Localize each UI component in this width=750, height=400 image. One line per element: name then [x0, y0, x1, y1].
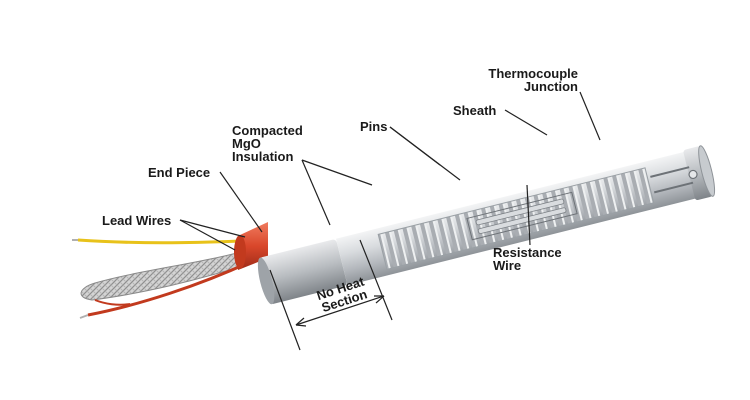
- label-pins: Pins: [360, 119, 388, 134]
- label-end-piece: End Piece: [148, 165, 211, 180]
- end-piece: [259, 239, 347, 304]
- heater-body: [257, 145, 716, 305]
- resistance-wire-coil: [378, 167, 654, 270]
- label-lead-wires: Lead Wires: [102, 213, 172, 228]
- lead-wires: [72, 238, 263, 319]
- label-resistance-wire: Resistance Wire: [493, 245, 562, 273]
- pins: [466, 191, 578, 241]
- yellow-lead-wire: [77, 238, 263, 245]
- leader-lines: [179, 91, 601, 351]
- thermocouple-junction: [650, 166, 698, 194]
- label-thermocouple-junction: Thermocouple Junction: [488, 66, 578, 94]
- tip-cap: [683, 146, 713, 201]
- label-compacted-mgo-insulation: Compacted MgO Insulation: [232, 123, 303, 164]
- braided-sleeve: [80, 247, 256, 301]
- red-lead-wire: [87, 260, 251, 317]
- label-sheath: Sheath: [453, 103, 497, 118]
